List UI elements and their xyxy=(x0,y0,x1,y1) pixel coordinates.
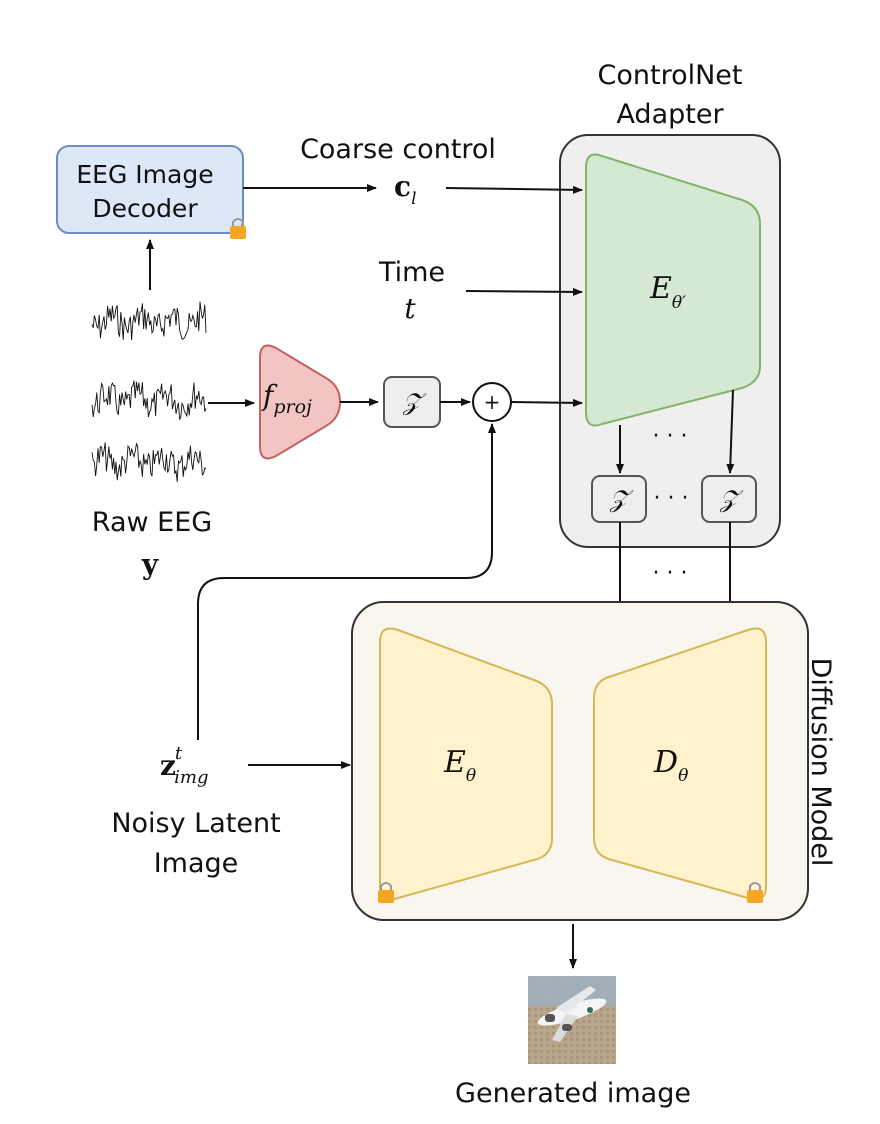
eeg-decoder-label-line1: EEG Image xyxy=(76,160,213,189)
between-dots: · · · xyxy=(653,561,688,586)
arrow-time-to-controlnet xyxy=(465,287,583,296)
controlnet-encoder xyxy=(585,153,761,427)
noisy-latent-label-line1: Noisy Latent xyxy=(111,808,280,839)
arrow-adder-to-controlnet xyxy=(510,398,583,407)
noisy-latent-label-line2: Image xyxy=(154,848,239,879)
diffusion-decoder xyxy=(593,627,767,901)
controlnet-dots-upper: · · · xyxy=(653,424,688,449)
time-symbol: t xyxy=(404,292,416,325)
raw-eeg-label: Raw EEG xyxy=(92,507,212,538)
adder-node: + xyxy=(472,382,512,422)
eeg-trace xyxy=(91,301,207,341)
arrow-coarse-to-controlnet xyxy=(445,185,583,194)
diffusion-title: Diffusion Model xyxy=(805,658,836,867)
eeg-decoder-label-line2: Decoder xyxy=(92,194,198,223)
controlnet-title-line2: Adapter xyxy=(616,99,724,130)
lock-icon xyxy=(230,218,246,239)
arrow-encoder-to-zconv-right xyxy=(726,389,735,474)
lock-icon xyxy=(747,882,763,903)
generated-image-label: Generated image xyxy=(455,1078,691,1109)
zero-conv-left: 𝒵 xyxy=(591,475,647,523)
coarse-control-symbol: cl xyxy=(394,170,417,209)
eeg-image-decoder-box xyxy=(56,145,244,234)
generated-image-thumbnail xyxy=(528,976,616,1064)
raw-eeg-symbol: y xyxy=(141,548,159,581)
raw-eeg-signal-icon xyxy=(91,301,207,482)
zero-conv-right: 𝒵 xyxy=(701,475,757,523)
arrow-latent-to-adder xyxy=(197,423,496,740)
svg-text:+: + xyxy=(484,390,501,414)
zero-conv-dots: · · · xyxy=(654,486,689,511)
diffusion-decoder-label: Dθ xyxy=(653,745,688,786)
coarse-control-label: Coarse control xyxy=(300,134,496,165)
diffusion-encoder-label: Eθ xyxy=(443,745,476,786)
controlnet-encoder-label: Eθ′ xyxy=(649,271,686,313)
eeg-trace xyxy=(91,442,207,482)
lock-icon xyxy=(378,882,394,903)
zero-conv-projection: 𝒵 xyxy=(383,376,441,428)
time-label: Time xyxy=(378,257,445,288)
controlnet-title-line1: ControlNet xyxy=(598,60,743,91)
eeg-trace xyxy=(91,380,207,421)
